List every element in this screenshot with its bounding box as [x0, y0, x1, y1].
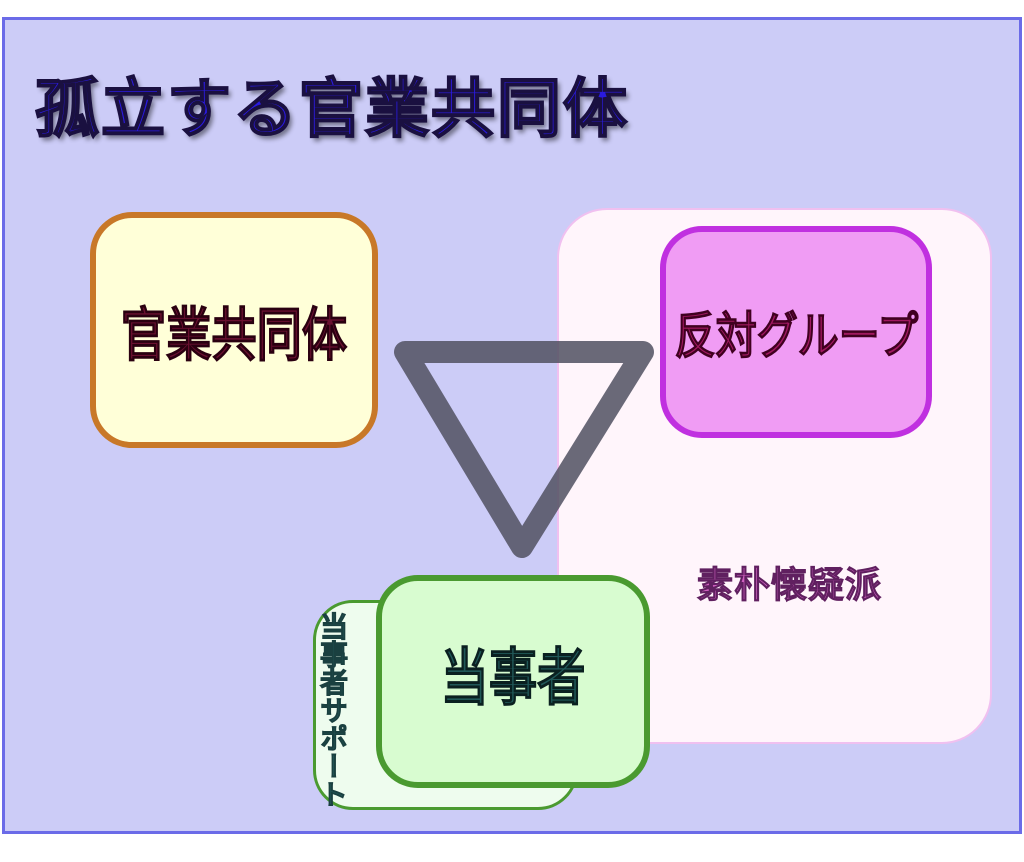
diagram-title: 孤立する官業共同体: [34, 72, 629, 148]
government-industry-label: 官業共同体: [120, 301, 348, 370]
triangle-shape: [394, 341, 654, 558]
opposition-group-box: 反対グループ: [660, 226, 932, 438]
parties-concerned-label: 当事者: [440, 640, 586, 714]
opposition-group-label: 反対グループ: [674, 307, 918, 366]
parties-concerned-box: 当事者: [376, 575, 650, 788]
naive-skeptics-label: 素朴懐疑派: [696, 565, 883, 607]
parties-support-label: 当事者サポート: [316, 612, 350, 809]
government-industry-box: 官業共同体: [90, 212, 378, 448]
